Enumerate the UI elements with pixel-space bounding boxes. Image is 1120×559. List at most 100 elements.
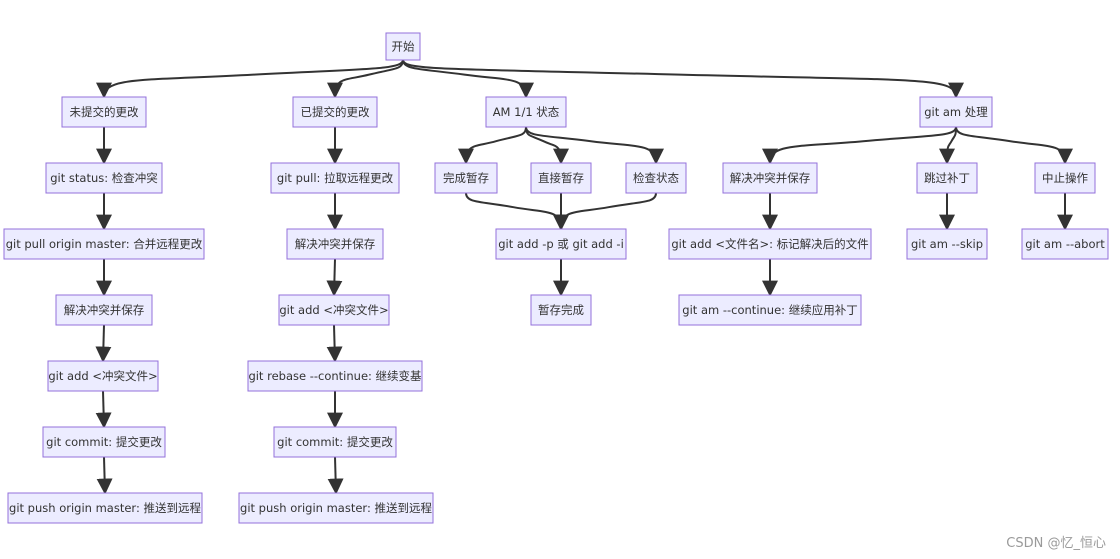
node-b-root: 已提交的更改 [292,96,378,128]
node-label: AM 1/1 状态 [493,105,560,119]
node-label: git add <冲突文件> [279,303,388,317]
node-box [668,228,872,260]
node-box [722,162,818,194]
node-label: git am --continue: 继续应用补丁 [682,303,857,317]
node-box [919,96,993,128]
node-d1: 解决冲突并保存 [722,162,818,194]
node-label: 跳过补丁 [924,171,970,185]
node-c4: git add -p 或 git add -i [495,228,627,260]
node-a4: git add <冲突文件> [47,360,159,392]
node-box [286,228,384,260]
node-a5: git commit: 提交更改 [42,426,166,458]
node-d6: 中止操作 [1034,162,1096,194]
node-label: git commit: 提交更改 [46,435,162,449]
node-b2: 解决冲突并保存 [286,228,384,260]
node-box [530,162,592,194]
edge-c3-to-c4 [553,192,657,231]
node-label: git am 处理 [924,105,988,119]
node-label: git am --abort [1025,237,1105,251]
node-label: 解决冲突并保存 [295,237,376,251]
edge-c-root-to-c3 [525,126,664,165]
node-box [3,228,205,260]
node-label: git status: 检查冲突 [50,171,158,185]
node-box [434,162,498,194]
edge-d-root-to-d6 [955,126,1073,165]
node-label: git push origin master: 推送到远程 [240,501,432,515]
node-label: 未提交的更改 [70,105,139,119]
node-d7: git am --abort [1021,228,1109,260]
node-box [45,162,163,194]
node-c-root: AM 1/1 状态 [485,96,567,128]
node-b1: git pull: 拉取远程更改 [270,162,400,194]
edge-b5-to-b6 [327,456,344,495]
edge-start-to-b-root [327,59,404,99]
node-box [61,96,147,128]
node-label: 已提交的更改 [301,105,370,119]
node-c2: 直接暂存 [530,162,592,194]
node-label: git push origin master: 推送到远程 [9,501,201,515]
node-b4: git rebase --continue: 继续变基 [247,360,423,392]
node-label: git add -p 或 git add -i [498,237,624,251]
node-box [625,162,687,194]
edge-c-root-to-c2 [525,126,569,165]
edge-c1-to-c4 [465,192,569,231]
edge-b2-to-b3 [326,258,343,297]
node-box [530,294,592,326]
node-a2: git pull origin master: 合并远程更改 [3,228,205,260]
node-box [7,492,203,524]
node-box [273,426,397,458]
node-a3: 解决冲突并保存 [55,294,153,326]
node-d3: git am --continue: 继续应用补丁 [678,294,862,326]
node-label: git am --skip [911,237,983,251]
node-label: git add <冲突文件> [48,369,157,383]
edge-start-to-d-root [402,59,964,99]
node-c3: 检查状态 [625,162,687,194]
node-label: 完成暂存 [443,171,489,185]
node-label: git add <文件名>: 标记解决后的文件 [671,237,868,251]
node-label: 开始 [392,40,415,54]
node-label: git pull origin master: 合并远程更改 [6,237,203,251]
node-d4: 跳过补丁 [916,162,978,194]
node-b3: git add <冲突文件> [278,294,390,326]
watermark: CSDN @忆_恒心 [1006,536,1106,551]
node-box [906,228,988,260]
node-label: 中止操作 [1042,171,1088,185]
edge-a4-to-a5 [95,390,112,429]
node-label: git rebase --continue: 继续变基 [248,369,422,383]
node-box [278,294,390,326]
edge-start-to-c-root [402,59,534,99]
node-d2: git add <文件名>: 标记解决后的文件 [668,228,872,260]
node-d5: git am --skip [906,228,988,260]
node-box [55,294,153,326]
node-box [292,96,378,128]
node-box [247,360,423,392]
node-box [385,32,421,61]
node-a1: git status: 检查冲突 [45,162,163,194]
node-start: 开始 [385,32,421,61]
node-box [270,162,400,194]
edges [95,59,1073,495]
node-c5: 暂存完成 [530,294,592,326]
node-box [916,162,978,194]
node-b5: git commit: 提交更改 [273,426,397,458]
node-box [238,492,434,524]
node-a6: git push origin master: 推送到远程 [7,492,203,524]
node-a-root: 未提交的更改 [61,96,147,128]
node-label: 解决冲突并保存 [730,171,811,185]
node-box [495,228,627,260]
node-box [1021,228,1109,260]
node-label: 直接暂存 [538,171,584,185]
edge-start-to-a-root [96,59,404,99]
node-label: 解决冲突并保存 [64,303,145,317]
node-box [47,360,159,392]
node-label: git pull: 拉取远程更改 [277,171,394,185]
node-b6: git push origin master: 推送到远程 [238,492,434,524]
node-box [1034,162,1096,194]
node-label: 暂存完成 [538,303,584,317]
node-d-root: git am 处理 [919,96,993,128]
edge-b3-to-b4 [326,324,343,363]
edge-d-root-to-d1 [762,126,957,165]
edge-a3-to-a4 [95,324,112,363]
